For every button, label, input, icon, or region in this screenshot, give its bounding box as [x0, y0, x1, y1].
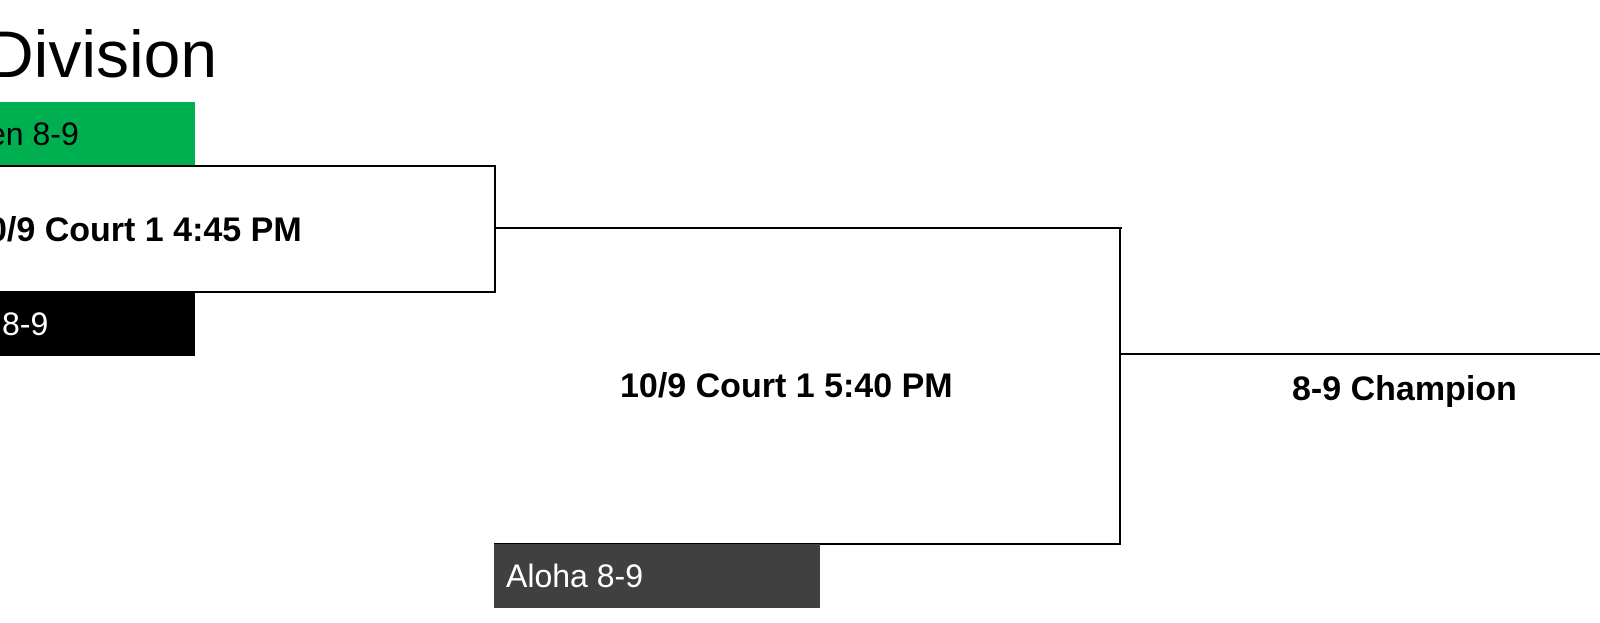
- team-slot-green: en 8-9: [0, 102, 195, 166]
- connector-first-out: [496, 227, 1122, 229]
- connector-vertical: [1119, 227, 1121, 545]
- connector-champion: [1121, 353, 1600, 355]
- team-label-gray: Aloha 8-9: [506, 558, 643, 594]
- match-box-first: [0, 165, 496, 293]
- team-slot-gray: Aloha 8-9: [494, 544, 820, 608]
- team-label-black: i 8-9: [0, 306, 49, 342]
- team-label-green: en 8-9: [0, 116, 79, 152]
- champion-label: 8-9 Champion: [1292, 370, 1517, 408]
- team-slot-black: i 8-9: [0, 292, 195, 356]
- match-label-second: 10/9 Court 1 5:40 PM: [620, 367, 953, 405]
- bracket-title: Division: [0, 17, 218, 91]
- match-label-first: 0/9 Court 1 4:45 PM: [0, 211, 302, 249]
